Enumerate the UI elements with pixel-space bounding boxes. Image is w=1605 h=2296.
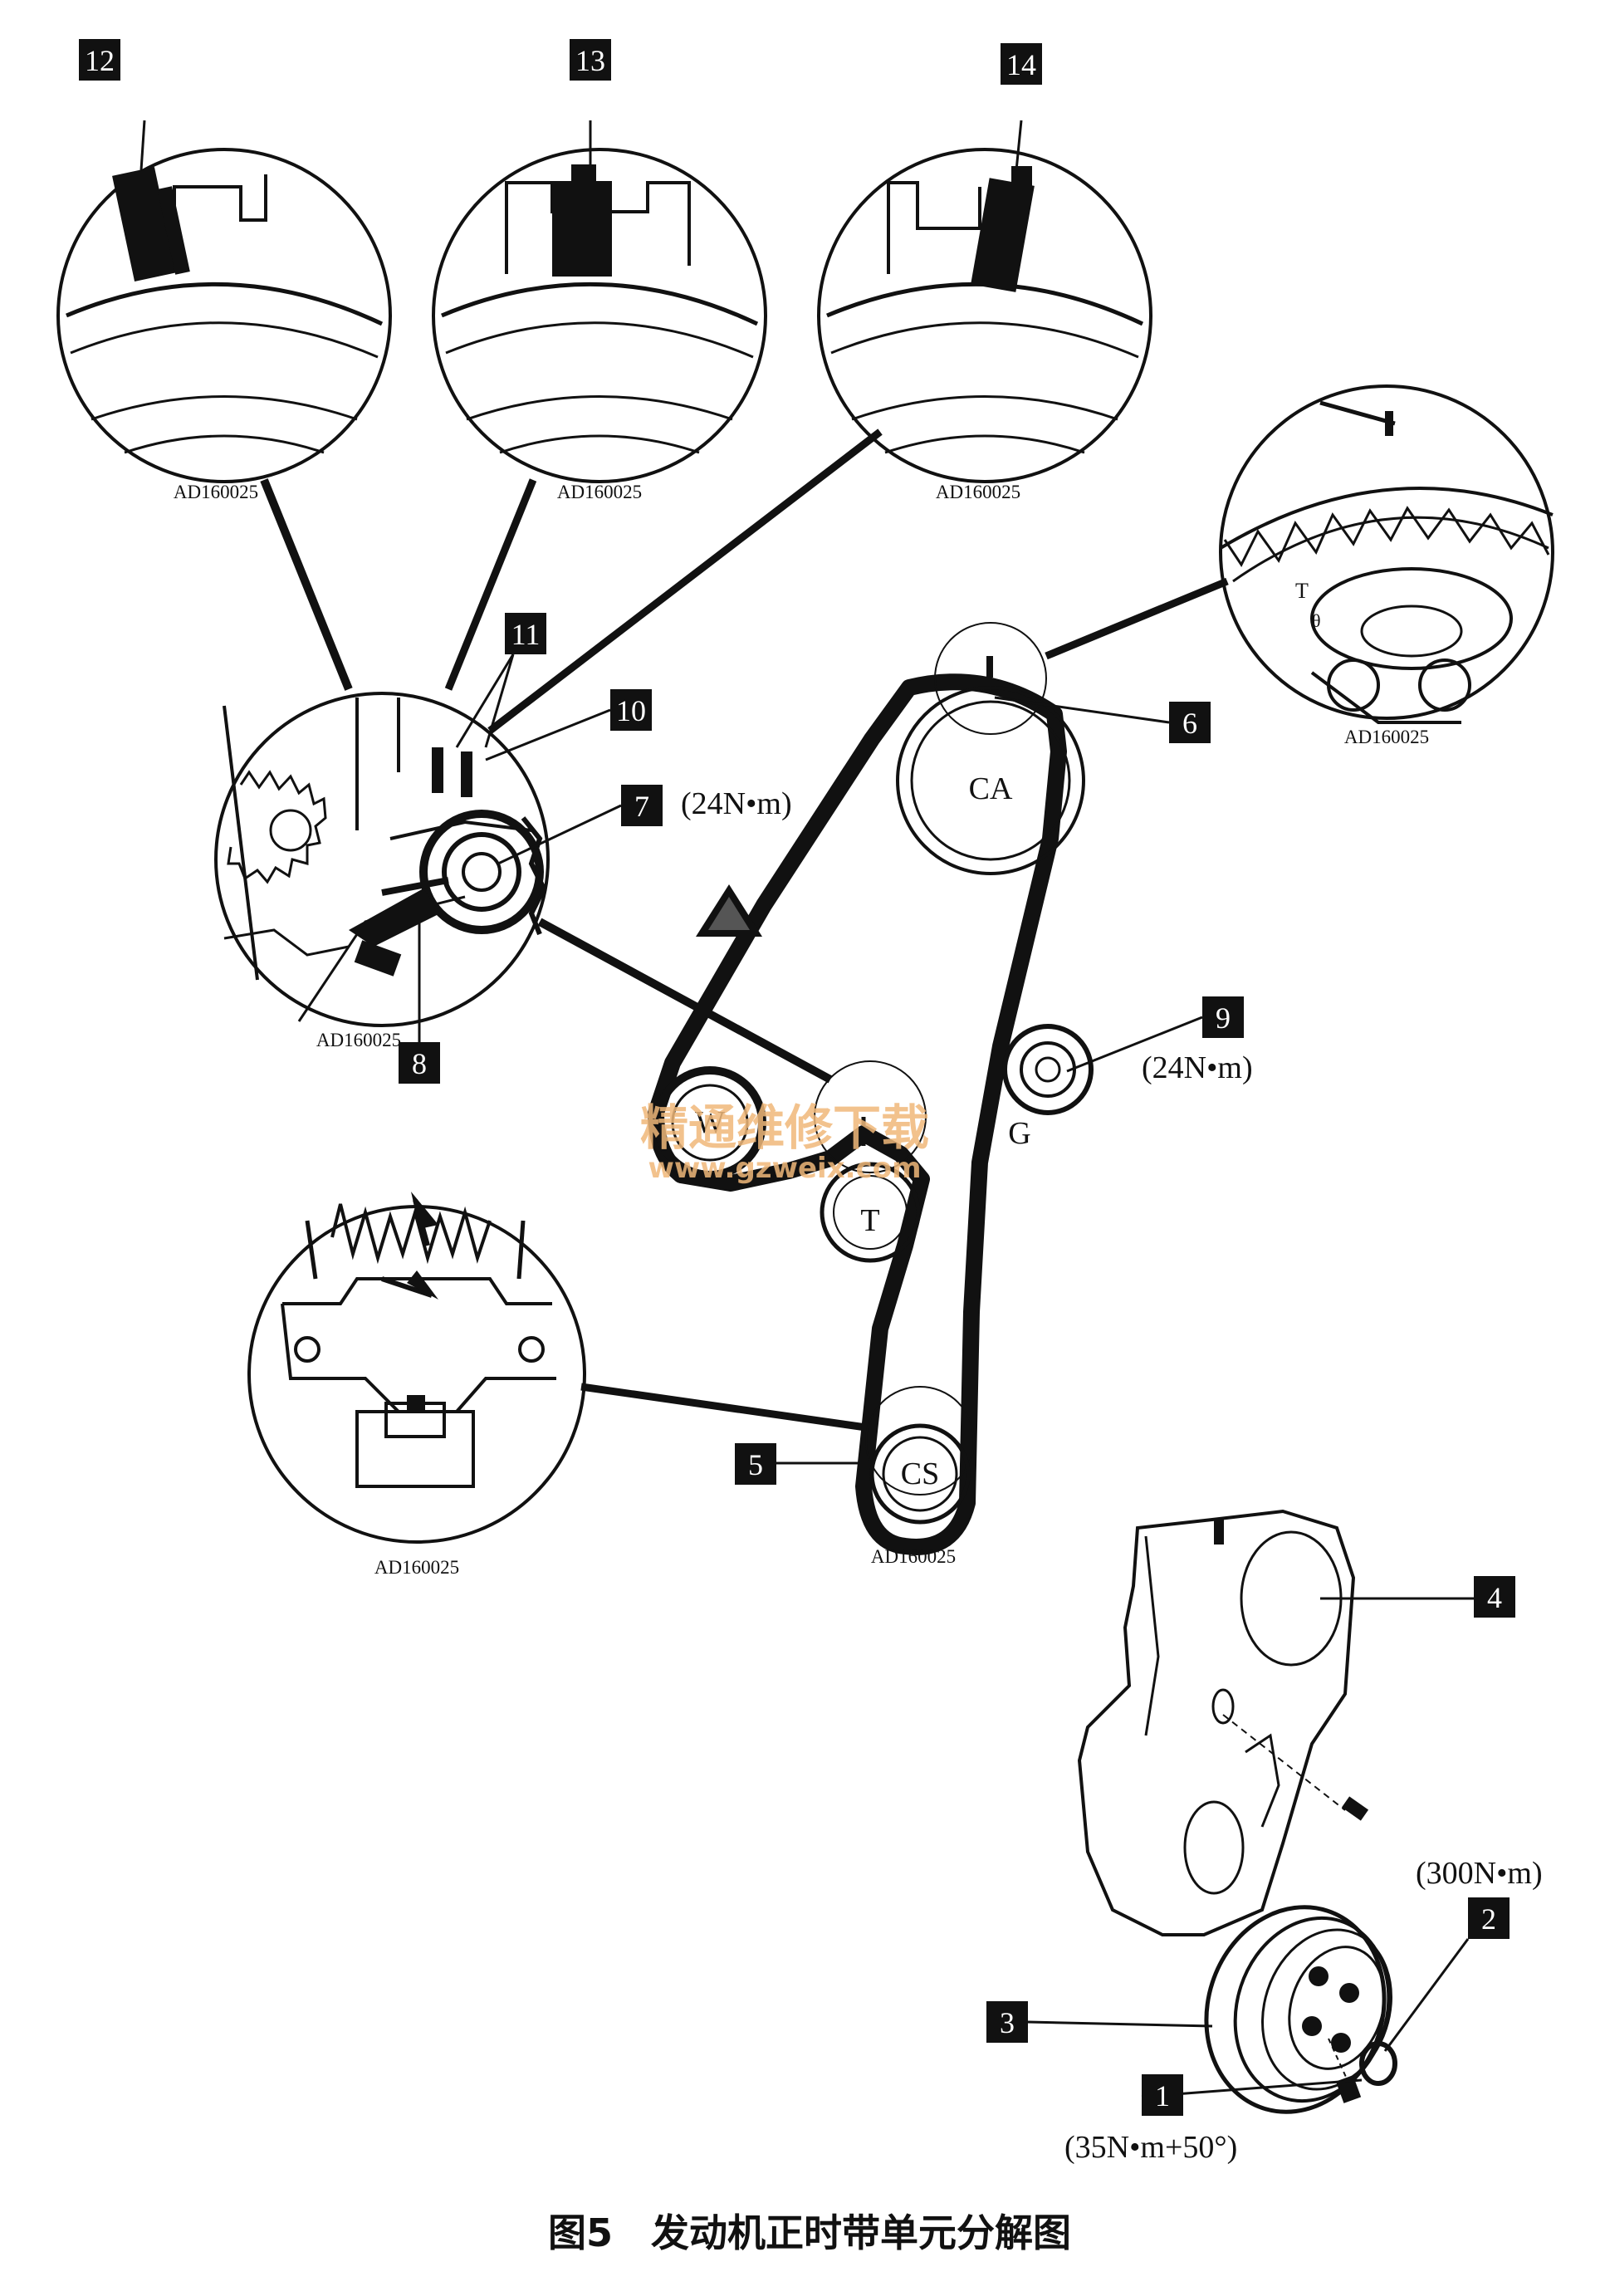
water-pump-pulley: W — [653, 1066, 766, 1179]
crankshaft-pulley-label: CS — [901, 1456, 939, 1491]
detail-code-tensioner: AD160025 — [316, 1030, 401, 1050]
camshaft-pulley-label: CA — [969, 771, 1013, 806]
detail-circle-tensioner — [214, 692, 550, 1027]
label-6-text: 6 — [1182, 707, 1197, 740]
figure-caption: 图5 发动机正时带单元分解图 — [548, 2210, 1071, 2255]
detail-circle-13 — [432, 148, 767, 483]
detail-circle-camshaft: T θ — [1219, 384, 1554, 724]
timing-cover — [1077, 1509, 1369, 1936]
detail-circle-12 — [56, 148, 392, 483]
detail-code-12: AD160025 — [174, 482, 258, 502]
idler-pulley-label: G — [1008, 1116, 1030, 1151]
label-12-text: 12 — [85, 44, 115, 77]
detail-code-13: AD160025 — [557, 482, 642, 502]
label-14: 14 — [1001, 43, 1042, 85]
label-7: 7 — [621, 785, 663, 826]
torque-7: (24N•m) — [681, 786, 792, 821]
watermark-title: 精通维修下载 — [640, 1099, 929, 1156]
detail-circle-14 — [817, 148, 1152, 483]
label-5-text: 5 — [748, 1448, 763, 1481]
label-2-text: 2 — [1481, 1902, 1496, 1936]
label-7-text: 7 — [634, 790, 649, 823]
label-10-text: 10 — [616, 694, 646, 727]
detail-code-14: AD160025 — [936, 482, 1020, 502]
label-13-text: 13 — [575, 44, 605, 77]
tensioner-pulley-label: T — [860, 1203, 879, 1238]
label-6: 6 — [1169, 702, 1211, 743]
label-9-text: 9 — [1216, 1001, 1231, 1035]
torque-1: (35N•m+50°) — [1064, 2130, 1237, 2165]
torque-2: (300N•m) — [1416, 1856, 1543, 1891]
label-13: 13 — [570, 39, 611, 81]
camshaft-pulley: CA — [896, 622, 1085, 875]
label-1-text: 1 — [1155, 2079, 1170, 2112]
label-4: 4 — [1474, 1576, 1515, 1618]
detail-code-belt: AD160025 — [871, 1546, 956, 1567]
svg-text:θ: θ — [1312, 610, 1321, 631]
label-1: 1 — [1142, 2074, 1183, 2116]
label-10: 10 — [610, 689, 652, 731]
label-3-text: 3 — [1000, 2006, 1015, 2039]
label-11: 11 — [505, 613, 546, 654]
crankshaft-pulley: CS — [865, 1386, 975, 1525]
label-4-text: 4 — [1487, 1581, 1502, 1614]
crankshaft-damper — [1204, 1905, 1397, 2114]
timing-belt — [648, 673, 1067, 1555]
idler-pulley: G — [1002, 1024, 1094, 1151]
label-9: 9 — [1202, 996, 1244, 1038]
watermark-url: www.gzweix.com — [648, 1152, 921, 1185]
label-12: 12 — [79, 39, 120, 81]
label-14-text: 14 — [1006, 48, 1036, 81]
svg-text:T: T — [1295, 579, 1309, 603]
label-2: 2 — [1468, 1897, 1510, 1939]
detail-code-cam: AD160025 — [1344, 727, 1429, 747]
label-8: 8 — [399, 1042, 440, 1084]
detail-code-crank: AD160025 — [374, 1557, 459, 1578]
label-5: 5 — [735, 1443, 776, 1485]
water-pump-pulley-label: W — [695, 1105, 725, 1140]
torque-9: (24N•m) — [1142, 1050, 1253, 1085]
tensioner-pulley: T — [814, 1060, 927, 1263]
label-11-text: 11 — [511, 618, 541, 651]
warning-triangle-icon — [696, 884, 762, 937]
detail-circle-crankshaft — [247, 1192, 586, 1544]
label-3: 3 — [986, 2001, 1028, 2043]
label-8-text: 8 — [412, 1047, 427, 1080]
